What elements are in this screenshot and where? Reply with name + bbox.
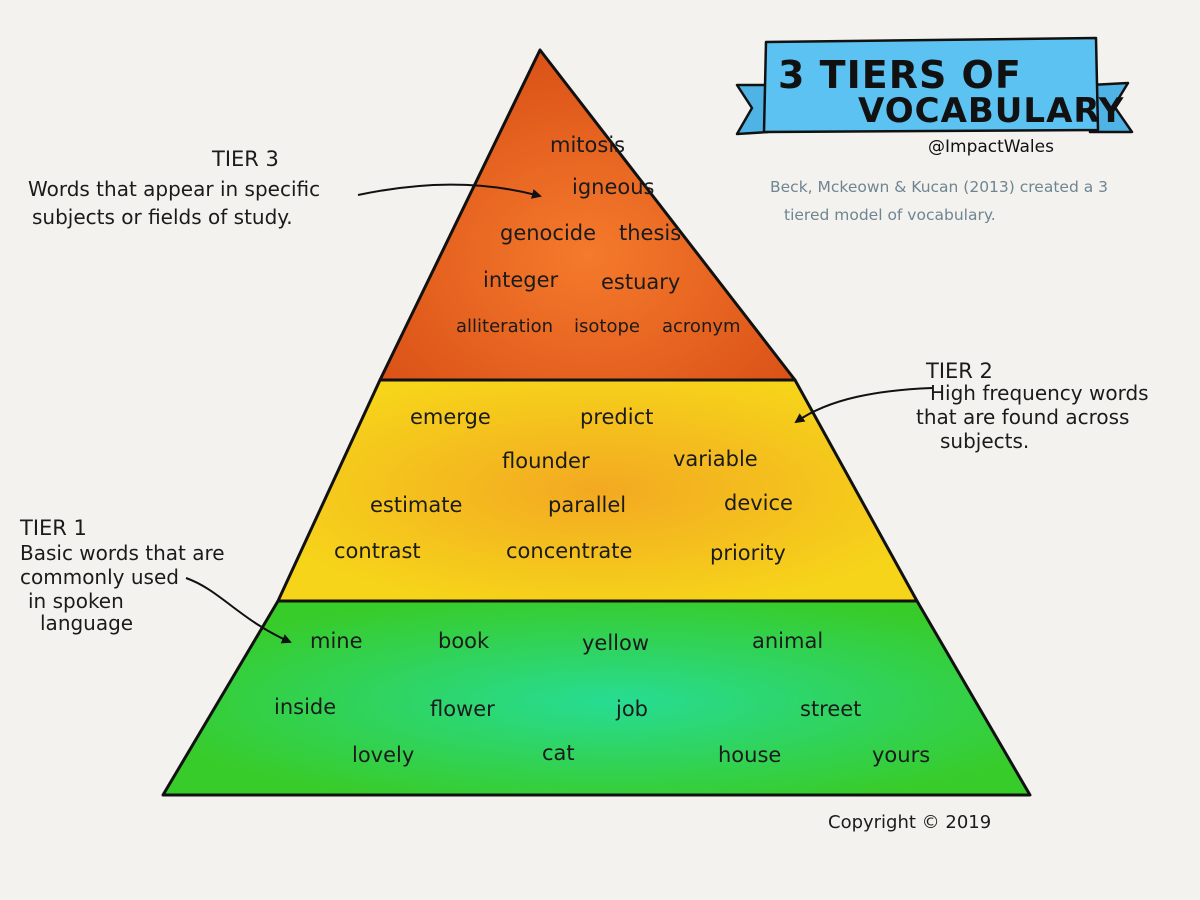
tier1-word: lovely [352, 743, 414, 767]
tier1-word: job [615, 697, 648, 721]
tier3-description-line: Words that appear in specific [28, 177, 320, 201]
banner-line-2: VOCABULARY [858, 91, 1124, 131]
tier3-word: mitosis [550, 133, 625, 157]
tier1-word: book [438, 629, 490, 653]
tier2-word: contrast [334, 539, 421, 563]
title-banner: 3 TIERS OF VOCABULARY [735, 36, 1134, 136]
tier3-title: TIER 3 [211, 147, 279, 171]
tier1-word: inside [274, 695, 336, 719]
tier3-arrow [357, 183, 542, 199]
tier2-description-line: High frequency words [930, 381, 1149, 405]
tier1-word: yours [872, 743, 930, 767]
credit-line-2: tiered model of vocabulary. [784, 206, 996, 224]
tier1-word: cat [542, 741, 575, 765]
tier3-word: alliteration [456, 316, 553, 337]
tier1-description-line: language [40, 611, 133, 635]
tier2-word: predict [580, 405, 653, 429]
tier3-word: integer [483, 268, 559, 292]
tier1-word: yellow [582, 631, 649, 655]
tier2-word: device [724, 491, 793, 515]
tier2-description-line: that are found across [916, 405, 1129, 429]
tier1-word: mine [310, 629, 363, 653]
tier2-description-line: subjects. [940, 429, 1029, 453]
tier3-word: genocide [500, 221, 596, 245]
tier2-title: TIER 2 [925, 359, 993, 383]
tier3-description-line: subjects or fields of study. [32, 205, 293, 229]
tier3-word: thesis [619, 221, 681, 245]
tier1-word: house [718, 743, 781, 767]
tier2-word: concentrate [506, 539, 632, 563]
tier1-word: animal [752, 629, 823, 653]
tier1-word: street [800, 697, 861, 721]
tier1-arrow [185, 577, 292, 644]
banner-panel [762, 36, 1100, 134]
tier2-arrow [794, 387, 933, 424]
tier2-word: variable [673, 447, 758, 471]
tier3-word: isotope [574, 316, 640, 337]
tier1-description-line: commonly used [20, 565, 179, 589]
tier3-word: acronym [662, 316, 741, 337]
banner-tail-left [735, 83, 770, 136]
tier1-title: TIER 1 [19, 516, 87, 540]
copyright-notice: Copyright © 2019 [828, 812, 991, 833]
tier2-word: priority [710, 541, 786, 565]
tier2-word: estimate [370, 493, 462, 517]
tier1-band [161, 599, 1032, 797]
tier2-word: parallel [548, 493, 626, 517]
tier1-description-line: in spoken [28, 589, 124, 613]
credit-line-1: Beck, Mckeown & Kucan (2013) created a 3 [770, 178, 1108, 196]
tier2-word: emerge [410, 405, 491, 429]
tier1-word: flower [430, 697, 495, 721]
tier3-word: estuary [601, 270, 680, 294]
tier3-word: igneous [572, 175, 655, 199]
tier2-word: flounder [502, 449, 590, 473]
twitter-handle: @ImpactWales [928, 137, 1054, 157]
banner-line-1: 3 TIERS OF [778, 53, 1022, 97]
tier1-description-line: Basic words that are [20, 541, 225, 565]
